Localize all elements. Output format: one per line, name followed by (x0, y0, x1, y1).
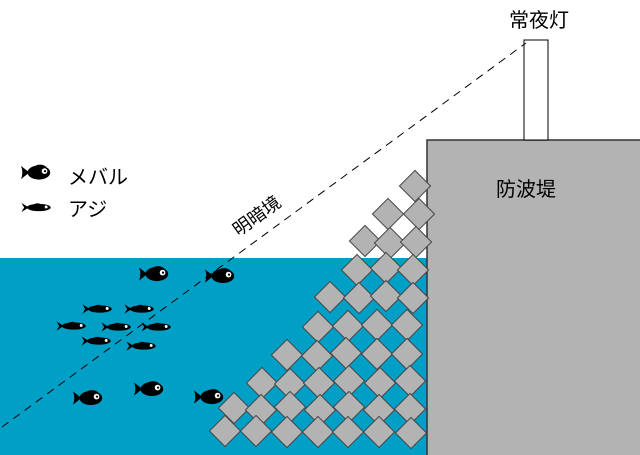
armor-block (362, 415, 396, 449)
armor-block (360, 337, 394, 371)
light-dark-boundary-line (1, 42, 527, 428)
armor-block (399, 225, 433, 259)
night-light-label: 常夜灯 (509, 8, 569, 32)
breakwater-label: 防波堤 (496, 177, 556, 201)
armor-block (301, 415, 335, 449)
armor-block (396, 281, 430, 315)
armor-block (396, 253, 430, 287)
armor-block (313, 280, 347, 314)
armor-block (394, 416, 428, 450)
armor-block (348, 224, 382, 258)
armor-block (373, 226, 407, 260)
armor-block-pile (208, 169, 436, 450)
armor-block (301, 310, 335, 344)
legend-item-mebaru: メバル (20, 164, 128, 189)
armor-block (369, 251, 403, 285)
armor-block (398, 169, 432, 203)
armor-block (217, 391, 251, 425)
legend-label-aji: アジ (68, 197, 107, 221)
armor-block (245, 366, 279, 400)
armor-block (270, 338, 304, 372)
armor-block (273, 367, 307, 401)
armor-block (390, 308, 424, 342)
armor-block (303, 393, 337, 427)
mebaru-fish-icon (20, 164, 51, 180)
armor-block (270, 415, 304, 449)
night-light-pole (523, 39, 549, 141)
armor-block (363, 366, 397, 400)
armor-block (342, 281, 376, 315)
armor-block (332, 390, 366, 424)
armor-block (340, 253, 374, 287)
armor-block (360, 308, 394, 342)
armor-block (390, 337, 424, 371)
boundary-label: 明暗境 (229, 192, 285, 241)
armor-block (369, 279, 403, 313)
armor-block (239, 414, 273, 448)
armor-block (208, 414, 242, 448)
armor-block (393, 364, 427, 398)
legend-label-mebaru: メバル (68, 165, 128, 189)
armor-block (302, 366, 336, 400)
armor-block (371, 197, 405, 231)
breakwater (426, 139, 640, 455)
aji-fish-icon (21, 202, 51, 213)
armor-block (300, 339, 334, 373)
armor-block (329, 336, 363, 370)
armor-block (402, 197, 436, 231)
armor-block (362, 393, 396, 427)
legend-item-aji: アジ (21, 197, 107, 221)
armor-block (332, 364, 366, 398)
legend: メバル アジ (20, 164, 128, 221)
armor-block (331, 309, 365, 343)
armor-block (331, 415, 365, 449)
armor-block (393, 392, 427, 426)
armor-block (273, 390, 307, 424)
